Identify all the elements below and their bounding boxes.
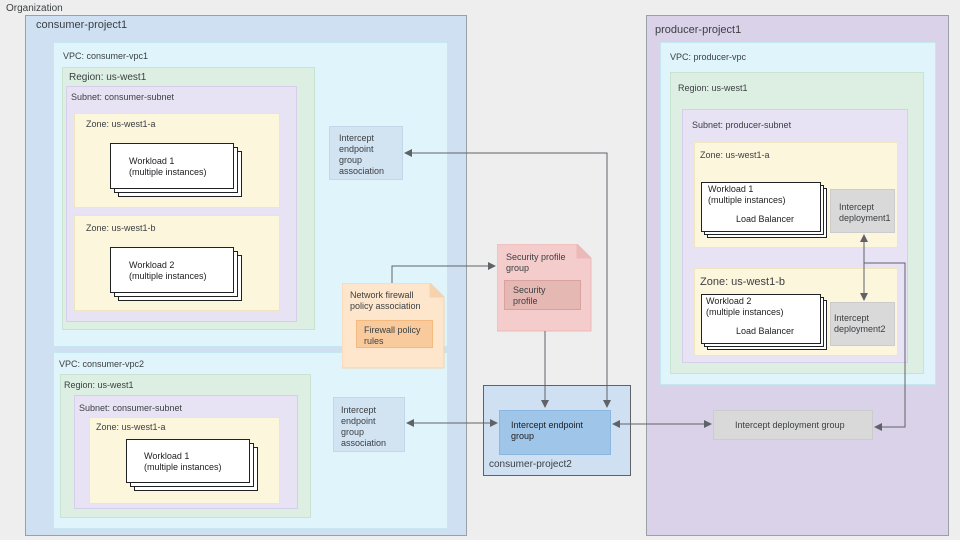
workload2-producer-label: Workload 2 (multiple instances) [706,296,784,318]
association-vpc2-label: Intercept endpoint group association [341,405,386,449]
intercept-endpoint-group-association-vpc2: Intercept endpoint group association [333,397,405,452]
endpoint-group-line: Intercept endpoint [511,420,584,430]
subnet-vpc2-label: Subnet: consumer-subnet [79,403,183,413]
workload-instances: (multiple instances) [708,195,786,205]
zone-vpc1-b-label: Zone: us-west1-b [86,223,156,233]
workload-card [110,143,234,189]
workload1-producer-label: Workload 1 (multiple instances) [708,184,786,206]
firewall-title-line: Network firewall [350,290,414,300]
rules-line: Firewall policy [364,325,421,335]
rules-line: rules [364,336,384,346]
workload1-vpc2-label: Workload 1 (multiple instances) [144,451,222,473]
arrow-firewall-spg [391,262,496,283]
zone-vpc1-a-label: Zone: us-west1-a [86,119,156,129]
association-vpc1-label: Intercept endpoint group association [339,133,384,177]
firewall-policy-association-label: Network firewall policy association [350,290,421,312]
region-vpc1-label: Region: us-west1 [69,72,147,83]
workload-instances: (multiple instances) [129,271,207,281]
subnet-producer-label: Subnet: producer-subnet [692,120,792,130]
consumer-project1-label: consumer-project1 [36,19,128,31]
arrow-deployments-group [864,262,906,431]
association-line: Intercept [341,405,377,415]
consumer-project2-label: consumer-project2 [489,459,572,470]
deployment-group-label: Intercept deployment group [735,420,845,430]
workload-instances: (multiple instances) [129,167,207,177]
producer-vpc-label: VPC: producer-vpc [670,52,747,62]
association-line: association [341,438,387,448]
intercept-endpoint-group-label: Intercept endpoint group [511,420,583,442]
arrow-association1-endpoint [404,149,611,408]
workload-name: Workload 2 [706,296,752,306]
deployment1-label: Intercept deployment1 [839,202,891,224]
intercept-deployment2: Intercept deployment2 [830,302,895,346]
workload-name: Workload 2 [129,260,175,270]
workload-card [701,182,821,232]
producer-project1-label: producer-project1 [655,24,742,36]
workload-name: Workload 1 [708,184,754,194]
load-balancer-label: Load Balancer [736,214,795,224]
deployment2-label: Intercept deployment2 [834,313,886,335]
deployment-line: deployment1 [839,213,891,223]
association-line: endpoint [341,416,376,426]
workload2-vpc1-label: Workload 2 (multiple instances) [129,260,207,282]
workload-card [110,247,234,293]
workload-name: Workload 1 [144,451,190,461]
region-producer-label: Region: us-west1 [678,83,748,93]
workload1-vpc1-label: Workload 1 (multiple instances) [129,156,207,178]
association-line: group [339,155,363,165]
subnet-vpc1-label: Subnet: consumer-subnet [71,92,175,102]
vpc1-label: VPC: consumer-vpc1 [63,51,149,61]
intercept-endpoint-group: Intercept endpoint group [499,410,611,455]
zone-vpc2-a-label: Zone: us-west1-a [96,422,166,432]
deployment-line: deployment2 [834,324,886,334]
intercept-endpoint-group-association-vpc1: Intercept endpoint group association [329,126,403,180]
workload-instances: (multiple instances) [144,462,222,472]
vpc2-label: VPC: consumer-vpc2 [59,359,145,369]
workload-instances: (multiple instances) [706,307,784,317]
firewall-rules-label: Firewall policy rules [364,325,421,347]
organization-label: Organization [6,3,63,14]
region-vpc2-label: Region: us-west1 [64,380,134,390]
association-line: Intercept [339,133,375,143]
intercept-deployment-group: Intercept deployment group [713,410,873,440]
zone-producer-a-label: Zone: us-west1-a [700,150,770,160]
association-line: group [341,427,365,437]
association-line: association [339,166,385,176]
deployment-line: Intercept [834,313,870,323]
deployment-line: Intercept [839,202,875,212]
load-balancer-label: Load Balancer [736,326,795,336]
workload-card [126,439,250,483]
workload-name: Workload 1 [129,156,175,166]
firewall-title-line: policy association [350,301,421,311]
zone-producer-b-label: Zone: us-west1-b [700,276,785,288]
association-line: endpoint [339,144,374,154]
endpoint-group-line: group [511,431,535,441]
workload-card [701,294,821,344]
intercept-deployment1: Intercept deployment1 [830,189,895,233]
